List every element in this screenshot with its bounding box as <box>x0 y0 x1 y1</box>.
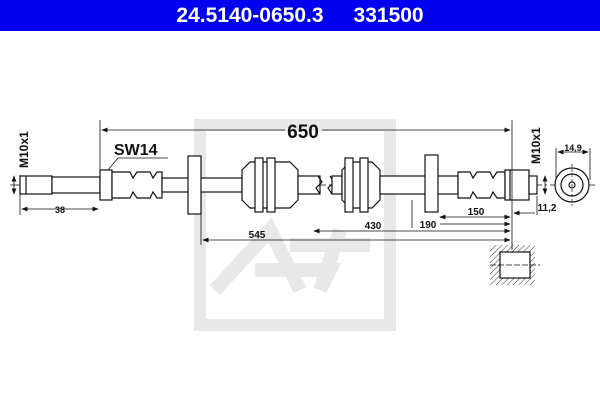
left-hex-nut <box>99 169 113 201</box>
total-length-label: 650 <box>287 122 319 143</box>
header-bar: 24.5140-0650.3 331500 <box>0 0 600 31</box>
dim-545: 545 <box>249 230 266 241</box>
right-hex-nut <box>504 169 530 201</box>
dim-14-9: 14,9 <box>564 143 582 153</box>
part-number: 24.5140-0650.3 <box>176 3 324 27</box>
dimension-lines <box>11 120 591 250</box>
thread-left-label: M10x1 <box>17 131 31 168</box>
thread-right-label: M10x1 <box>529 127 543 164</box>
bracket-left <box>187 155 202 215</box>
bracket-right <box>424 154 439 213</box>
dim-430: 430 <box>365 221 382 232</box>
ref-number: 331500 <box>353 3 424 27</box>
dim-11-2: 11,2 <box>538 203 557 214</box>
left-thread <box>19 175 53 195</box>
dim-150: 150 <box>468 207 485 218</box>
dim-38: 38 <box>55 205 65 215</box>
dim-190: 190 <box>420 220 437 231</box>
brake-hose <box>10 154 595 285</box>
wrench-size-label: SW14 <box>114 142 158 159</box>
ate-logo-watermark <box>194 119 396 331</box>
